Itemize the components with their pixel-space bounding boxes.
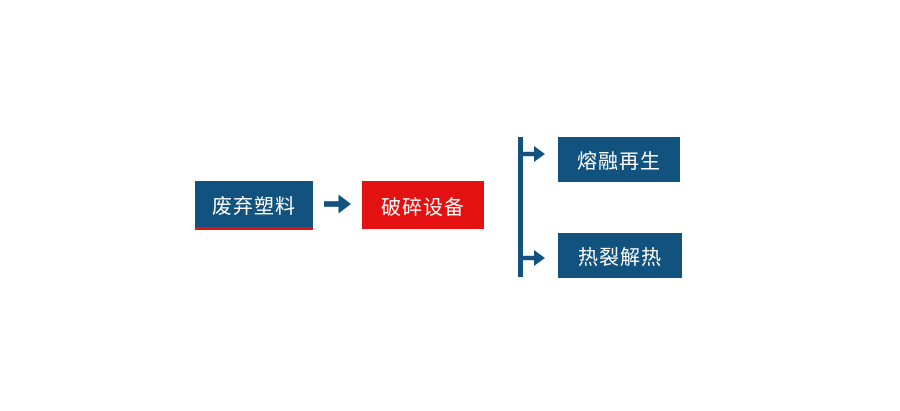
branch-bottom-right-arrow-icon bbox=[521, 249, 546, 267]
branch-top-right-arrow-icon bbox=[521, 145, 546, 163]
node-pyrolysis-heat-label: 热裂解热 bbox=[578, 247, 662, 269]
right-arrow-icon bbox=[324, 193, 352, 215]
node-waste-plastic-label: 废弃塑料 bbox=[212, 195, 296, 218]
node-pyrolysis-heat: 热裂解热 bbox=[558, 233, 682, 278]
branch-line bbox=[518, 137, 523, 277]
node-crushing-equipment-label: 破碎设备 bbox=[381, 196, 465, 219]
node-melt-regeneration: 熔融再生 bbox=[558, 137, 680, 182]
node-melt-regeneration-label: 熔融再生 bbox=[577, 151, 661, 173]
node-waste-plastic: 废弃塑料 bbox=[195, 181, 313, 230]
node-crushing-equipment: 破碎设备 bbox=[362, 181, 484, 229]
